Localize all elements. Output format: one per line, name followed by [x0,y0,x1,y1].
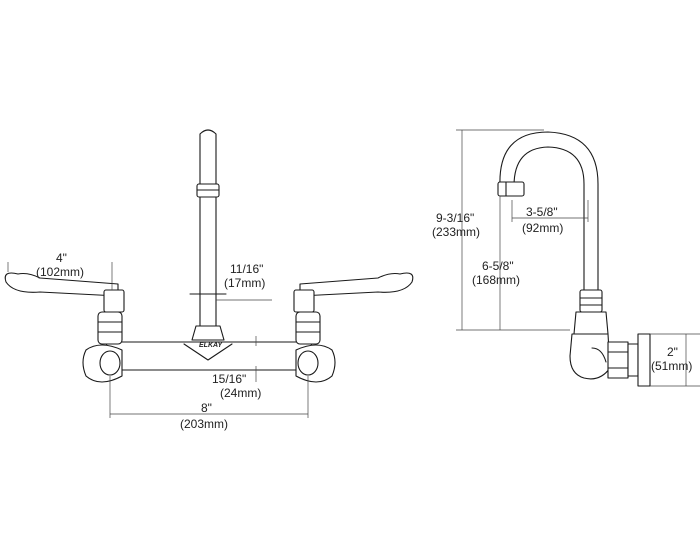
flange-metric: (51mm) [651,359,692,373]
spout-reach-imperial: 3-5/8" [526,205,558,219]
right-wrist-blade-handle [293,272,414,313]
dim-outlet-height: 6-5/8" (168mm) [472,196,520,330]
spout-diameter-imperial: 11/16" [230,262,263,276]
front-spout [189,129,227,327]
right-flange [295,344,336,383]
handle-length-metric: (102mm) [36,265,84,279]
dim-handle-length: 4" (102mm) [7,251,113,290]
side-flange [637,333,651,387]
left-flange [82,344,123,383]
right-valve [295,311,321,345]
centers-imperial: 8" [201,401,212,415]
body-height-metric: (24mm) [220,386,261,400]
side-valve-body [569,311,611,380]
dim-flange: 2" (51mm) [650,333,700,387]
body-height-imperial: 15/16" [212,372,246,386]
dim-overall-height: 9-3/16" (233mm) [432,129,570,331]
flange-imperial: 2" [667,345,678,359]
handle-length-imperial: 4" [56,251,67,265]
side-inlet-nut [607,341,639,379]
left-wrist-blade-handle [4,272,125,313]
front-view: ELKAY [4,129,414,431]
dim-body-height: 15/16" (24mm) [212,336,261,400]
outlet-height-imperial: 6-5/8" [482,259,514,273]
front-body: ELKAY [103,341,315,371]
overall-height-metric: (233mm) [432,225,480,239]
centers-metric: (203mm) [180,417,228,431]
dim-centers: 8" (203mm) [109,376,309,431]
brand-mark: ELKAY [199,342,224,349]
spout-base [191,325,225,341]
outlet-height-metric: (168mm) [472,273,520,287]
side-view: 9-3/16" (233mm) 3-5/8" (92mm) 6-5/8" (16… [432,129,700,387]
dim-spout-reach: 3-5/8" (92mm) [511,200,589,235]
dim-spout-diameter: 11/16" (17mm) [216,262,272,301]
left-valve [97,311,123,345]
spout-diameter-metric: (17mm) [224,276,265,290]
spout-reach-metric: (92mm) [522,221,563,235]
side-spout-collar [579,289,603,313]
overall-height-imperial: 9-3/16" [436,211,474,225]
